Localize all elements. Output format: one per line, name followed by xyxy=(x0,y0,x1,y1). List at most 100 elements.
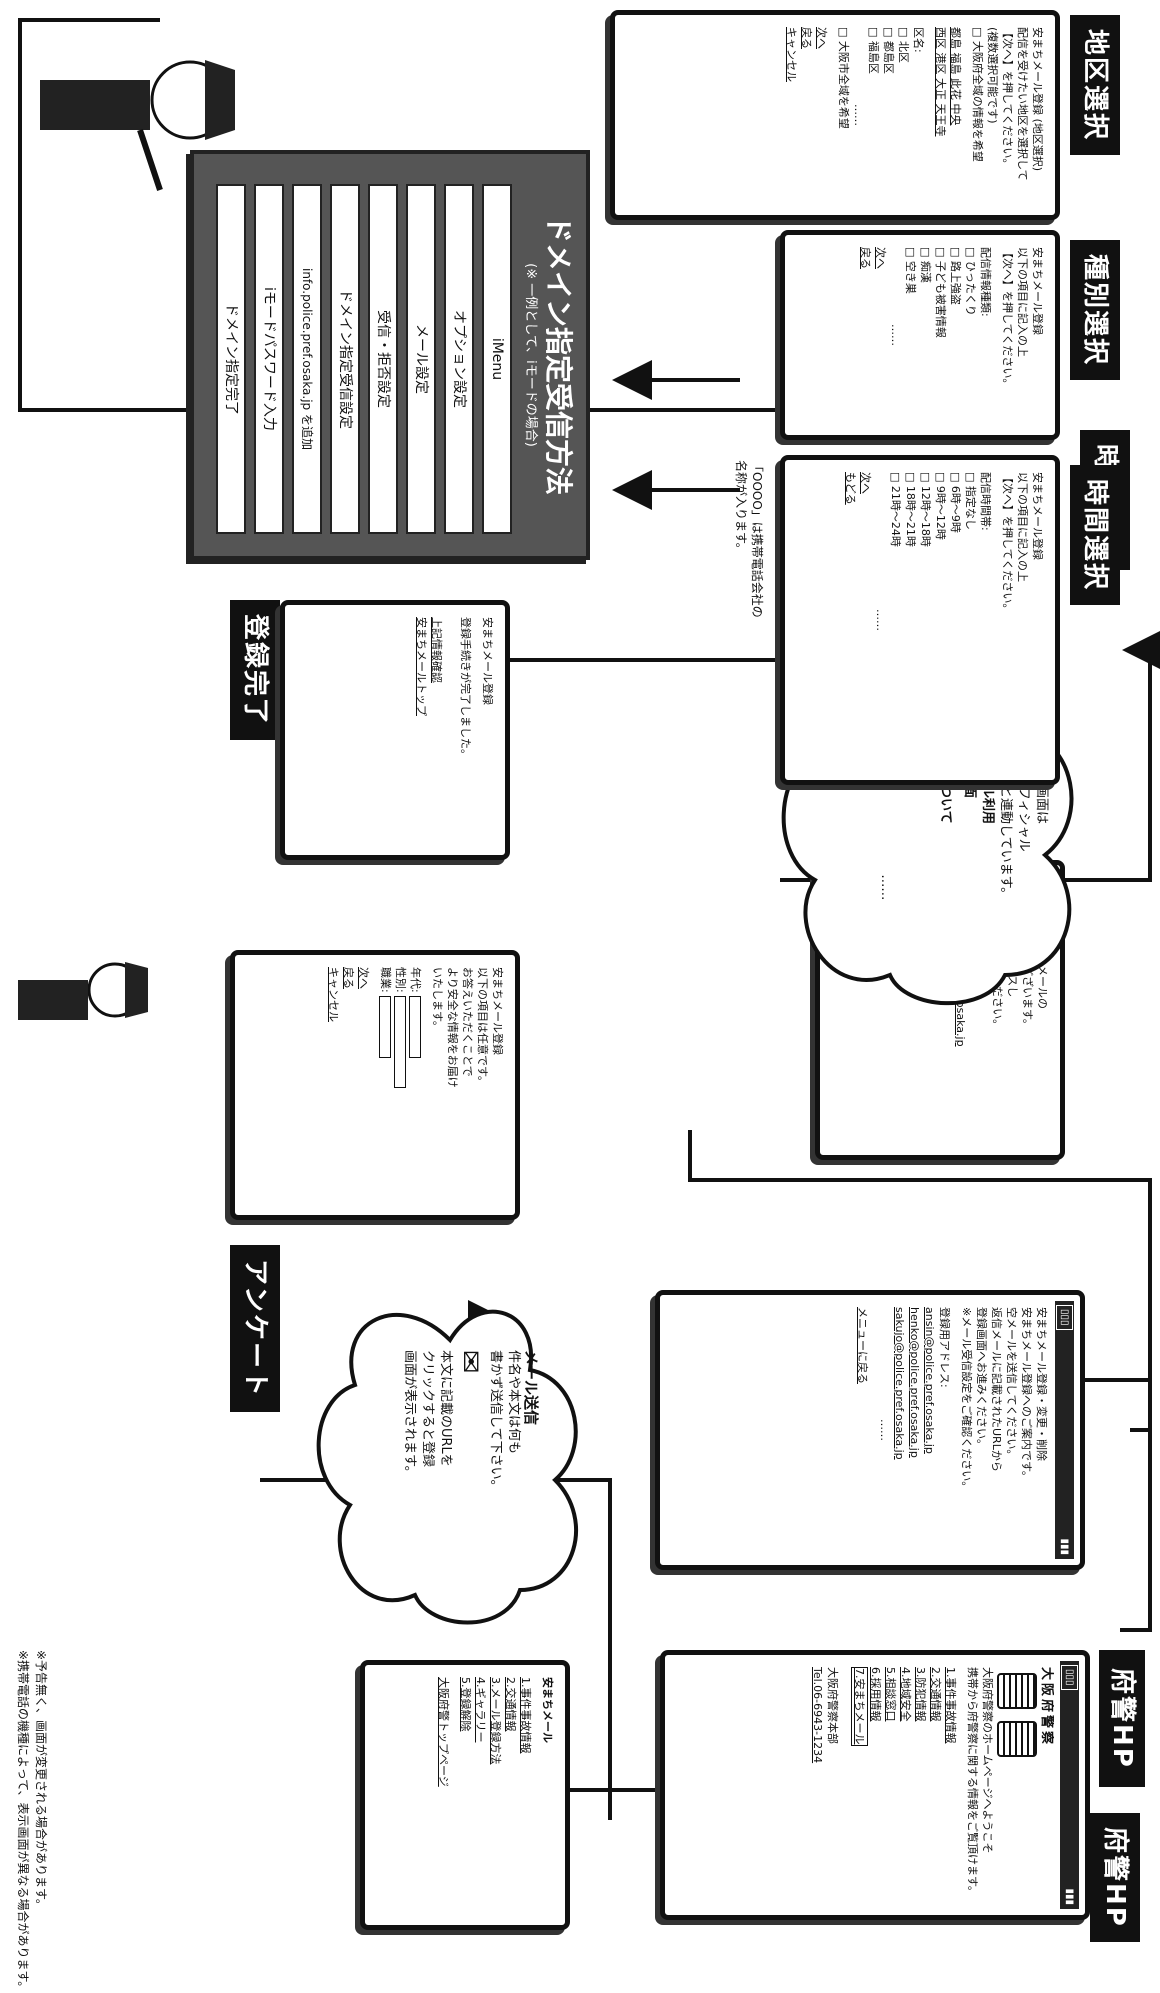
label-pref-police-hp: 府警HP xyxy=(1090,1813,1140,1942)
time-line: 以下の項目に記入の上 xyxy=(1016,472,1029,582)
survey-screen-box: 安まちメール登録 以下の項目は任意です。 お答えいただくことで より安全な情報を… xyxy=(230,950,520,1220)
time-option[interactable]: □ 21時〜24時 xyxy=(889,472,902,547)
email-addr-link[interactable]: henko@police.pref.osaka.jp xyxy=(908,1307,921,1458)
diagram-canvas: 府警HP 時間選択 種別選択 府警HP ▯▯▯▮▮▮ 大阪府警察 大阪府警察のホ… xyxy=(16,10,1160,1993)
anmachi-item[interactable]: 4.ギャラリー xyxy=(474,1677,487,1743)
area-line: 【次へ】を押してください。 xyxy=(1001,27,1014,170)
type-line: 【次へ】を押してください。 xyxy=(1001,247,1014,390)
domain-step: 受信・拒否設定 xyxy=(368,184,398,534)
time-dots: …… xyxy=(874,609,887,631)
email-footer[interactable]: メニューに戻る xyxy=(856,1307,869,1384)
time-option[interactable]: □ 指定なし xyxy=(964,472,977,530)
mail-cloud-text: メール送信 件名や本文は何も 書かず送信して下さい。 ✉ 本文に記載のURLを … xyxy=(400,1350,540,1493)
type-line: 安まちメール登録 xyxy=(1031,247,1044,335)
type-option[interactable]: □ ひったくり xyxy=(964,247,977,316)
area-opt-city[interactable]: □ 大阪市全域を希望 xyxy=(837,27,850,129)
email-line: 空メールを送信してください。 xyxy=(1005,1307,1018,1461)
area-line: 安まちメール登録 (地区選択) xyxy=(1031,27,1044,172)
time-option[interactable]: □ 12時〜18時 xyxy=(919,472,932,547)
mail-cloud-title: メール送信 xyxy=(522,1350,540,1426)
hp-footer-tel[interactable]: Tel.06-6943-1234 xyxy=(811,1667,824,1764)
email-addr-link[interactable]: sakujo@police.pref.osaka.jp xyxy=(893,1307,906,1460)
type-head: 配信情報種類: xyxy=(979,247,992,317)
domain-step: iMenu xyxy=(482,184,512,534)
survey-line: お答えいただくことで xyxy=(461,967,474,1077)
time-option[interactable]: □ 9時〜12時 xyxy=(934,472,947,540)
antenna-icon: ▮▮▮ xyxy=(1064,1888,1075,1905)
domain-step: info.police.pref.osaka.jp を追加 xyxy=(292,184,322,534)
time-option[interactable]: □ 18時〜21時 xyxy=(904,472,917,547)
hp-menu-item[interactable]: 3.防犯情報 xyxy=(914,1667,927,1722)
email-screen: ▯▯▯▮▮▮ 安まちメール登録・変更・削除 安まちメール登録へのご案内です。 空… xyxy=(655,1290,1085,1570)
anmachi-item[interactable]: 5.登録解除 xyxy=(459,1677,472,1732)
area-head: 区名: xyxy=(912,27,925,53)
email-addr-link[interactable]: ansin@police.pref.osaka.jp xyxy=(923,1307,936,1454)
hp-menu-item-anmachi[interactable]: 7.安まちメール xyxy=(851,1667,868,1746)
hp-intro: 大阪府警察のホームページへようこそ xyxy=(981,1667,994,1854)
mail-cloud-line: 本文に記載のURLを xyxy=(438,1350,453,1467)
time-head: 配信時間帯: xyxy=(979,472,992,531)
carrier-note: 「OOOO」は携帯電話会社の 名称が入ります。 xyxy=(734,460,764,618)
footnote: ※携帯電話の機種によって、表示画面が異なる場合があります。 xyxy=(16,1650,30,1993)
type-next-button[interactable]: 次へ xyxy=(874,247,887,269)
area-code-row[interactable]: 西区 港区 大正 天王寺 xyxy=(934,27,947,137)
type-line: 以下の項目に記入の上 xyxy=(1016,247,1029,357)
complete-screen: 安まちメール登録 登録手続きが完了しました。 上記情報確認 安まちメールトップ xyxy=(280,600,510,860)
anmachi-item[interactable]: 3.メール登録方法 xyxy=(489,1677,502,1765)
anmachi-item[interactable]: 2.交通情報 xyxy=(504,1677,517,1732)
anmachi-footer[interactable]: 大阪府警トップページ xyxy=(437,1677,450,1787)
time-option[interactable]: □ 6時〜9時 xyxy=(949,472,962,533)
time-back-button[interactable]: もどる xyxy=(844,472,857,505)
area-next-button[interactable]: 次へ xyxy=(815,27,828,49)
hp-mascot xyxy=(995,1667,1039,1903)
hp-menu-item[interactable]: 4.地域安全 xyxy=(899,1667,912,1722)
mail-cloud-line: 書かず送信して下さい。 xyxy=(488,1350,503,1493)
complete-line: 安まちメール登録 xyxy=(481,617,494,705)
domain-step: メール設定 xyxy=(406,184,436,534)
area-option[interactable]: □ 福島区 xyxy=(867,27,880,74)
time-line: 【次へ】を押してください。 xyxy=(1001,472,1014,615)
type-option[interactable]: □ 子ども被害情報 xyxy=(934,247,947,338)
hp-footer-org: 大阪府警察本部 xyxy=(826,1667,839,1744)
hp-menu-item[interactable]: 2.交通情報 xyxy=(929,1667,942,1722)
hp-menu-item[interactable]: 6.採用情報 xyxy=(869,1667,882,1722)
label-hp-tag: 府警HP xyxy=(1099,1650,1145,1787)
survey-gender[interactable]: 性別: xyxy=(393,967,408,1203)
time-next-button[interactable]: 次へ xyxy=(859,472,872,494)
type-option[interactable]: □ 路上強盗 xyxy=(949,247,962,305)
survey-back-button[interactable]: 戻る xyxy=(342,967,355,989)
mascot-icon xyxy=(997,1673,1037,1709)
survey-line: 安まちメール登録 xyxy=(491,967,504,1055)
type-dots: …… xyxy=(889,324,902,346)
area-code-row[interactable]: 都島 福島 此花 中央 xyxy=(949,27,962,126)
survey-cancel-button[interactable]: キャンセル xyxy=(327,967,340,1022)
complete-link[interactable]: 安まちメールトップ xyxy=(415,617,428,716)
hp-menu-item[interactable]: 5.相談窓口 xyxy=(884,1667,897,1722)
area-line: (複数選択可能です) xyxy=(986,27,999,124)
area-option[interactable]: □ 北区 xyxy=(897,27,910,63)
area-opt-all[interactable]: □ 大阪府全域の情報を希望 xyxy=(971,27,984,162)
label-complete-tag: 登録完了 xyxy=(230,600,280,741)
type-option[interactable]: □ 空き巣 xyxy=(904,247,917,294)
hp-menu-item[interactable]: 1.事件事故情報 xyxy=(944,1667,957,1744)
time-screen: 安まちメール登録 以下の項目に記入の上 【次へ】を押してください。 配信時間帯:… xyxy=(780,455,1060,785)
complete-link[interactable]: 上記情報確認 xyxy=(430,617,443,683)
survey-age[interactable]: 年代: xyxy=(408,967,423,1203)
domain-step: ドメイン指定受信設定 xyxy=(330,184,360,534)
anmachi-item[interactable]: 1.事件事故情報 xyxy=(519,1677,532,1754)
survey-next-button[interactable]: 次へ xyxy=(357,967,370,989)
police-officer-illustration-2 xyxy=(18,962,148,1020)
area-cancel-button[interactable]: キャンセル xyxy=(785,27,798,82)
survey-job[interactable]: 職業: xyxy=(378,967,393,1203)
domain-method-subtitle: (※ 一例として、iモードの場合) xyxy=(523,263,538,447)
domain-step: ドメイン指定完了 xyxy=(216,184,246,534)
type-back-button[interactable]: 戻る xyxy=(859,247,872,269)
email-phone-bar: ▯▯▯▮▮▮ xyxy=(1055,1301,1074,1559)
envelope-icon: ✉ xyxy=(454,1350,487,1374)
type-option[interactable]: □ 痴漢 xyxy=(919,247,932,283)
area-back-button[interactable]: 戻る xyxy=(800,27,813,49)
mail-cloud xyxy=(316,1309,579,1625)
arrow-time-to-type xyxy=(688,1130,1152,1432)
area-option[interactable]: □ 都島区 xyxy=(882,27,895,74)
complete-line: 登録手続きが完了しました。 xyxy=(459,617,472,760)
